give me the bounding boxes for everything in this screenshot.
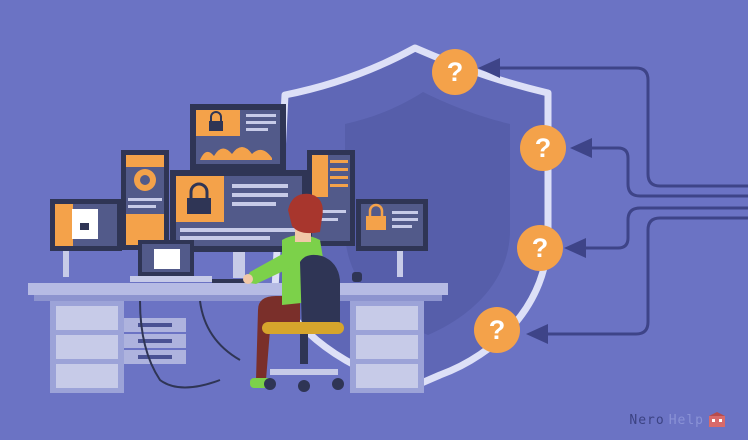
- question-icon-4: [474, 307, 520, 353]
- monitor-right: [356, 199, 428, 277]
- cloud-chart-icon: [200, 147, 272, 160]
- document-icon: [72, 209, 98, 239]
- arrow-1: [496, 66, 748, 188]
- keyboard: [212, 279, 252, 283]
- monitor-gear: [121, 150, 169, 250]
- arrow-head-3: [564, 238, 586, 258]
- mouse: [352, 272, 362, 282]
- lock-icon: [187, 182, 211, 214]
- arrow-2: [588, 146, 748, 198]
- office-chair: [262, 254, 344, 392]
- lock-icon: [209, 111, 223, 131]
- arrow-3: [582, 206, 748, 250]
- monitor-document: [50, 199, 122, 277]
- brand-text-nero: Nero: [629, 412, 665, 428]
- brand-text-help: Help: [668, 412, 704, 428]
- question-icon-2: [520, 125, 566, 171]
- arrow-head-1: [478, 58, 500, 78]
- brand-icon: [709, 412, 725, 427]
- desk: [28, 283, 448, 393]
- arrow-head-2: [570, 138, 592, 158]
- question-icon-1: [432, 49, 478, 95]
- arrow-head-4: [526, 324, 548, 344]
- server-unit: [124, 318, 186, 364]
- laptop: [130, 240, 212, 282]
- incoming-arrows: [496, 66, 748, 336]
- question-icon-3: [517, 225, 563, 271]
- monitor-top: [190, 104, 286, 170]
- arrow-4: [544, 216, 748, 336]
- gear-icon: [134, 169, 156, 191]
- lock-icon: [366, 203, 386, 230]
- monitor-center: [170, 170, 308, 278]
